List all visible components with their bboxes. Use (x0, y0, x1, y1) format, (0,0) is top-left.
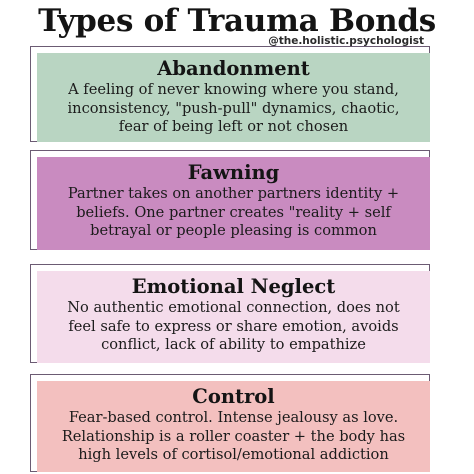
fawning-card: Fawning Partner takes on another partner… (37, 157, 430, 250)
abandonment-line-3: fear of being left or not chosen (118, 118, 349, 135)
fawning-line-3: betrayal or people pleasing is common (90, 222, 377, 239)
fawning-description: Partner takes on another partners identi… (37, 185, 430, 241)
emotional-neglect-card: Emotional Neglect No authentic emotional… (37, 271, 430, 363)
emotional-neglect-title: Emotional Neglect (131, 275, 336, 298)
fawning-title: Fawning (187, 161, 280, 184)
abandonment-line-2: inconsistency, "push-pull" dynamics, cha… (67, 99, 400, 117)
control-line-2: Relationship is a roller coaster + the b… (61, 427, 406, 445)
control-title: Control (192, 385, 275, 408)
emotional-neglect-description: No authentic emotional connection, does … (37, 299, 430, 355)
fawning-line-2: beliefs. One partner creates "reality + … (76, 203, 391, 221)
emotional-neglect-line-3: conflict, lack of ability to empathize (101, 336, 366, 353)
page-title: Types of Trauma Bonds (38, 3, 436, 39)
abandonment-card: Abandonment A feeling of never knowing w… (37, 53, 430, 142)
control-card: Control Fear-based control. Intense jeal… (37, 381, 430, 472)
emotional-neglect-line-1: No authentic emotional connection, does … (67, 299, 400, 316)
author-handle: @the.holistic.psychologist (268, 35, 424, 47)
abandonment-line-1: A feeling of never knowing where you sta… (68, 81, 399, 98)
abandonment-title: Abandonment (157, 57, 310, 80)
abandonment-description: A feeling of never knowing where you sta… (37, 81, 430, 137)
emotional-neglect-line-2: feel safe to express or share emotion, a… (68, 317, 399, 335)
fawning-line-1: Partner takes on another partners identi… (67, 185, 400, 202)
control-line-3: high levels of cortisol/emotional addict… (78, 446, 389, 463)
control-description: Fear-based control. Intense jealousy as … (37, 409, 430, 465)
control-line-1: Fear-based control. Intense jealousy as … (68, 409, 399, 426)
